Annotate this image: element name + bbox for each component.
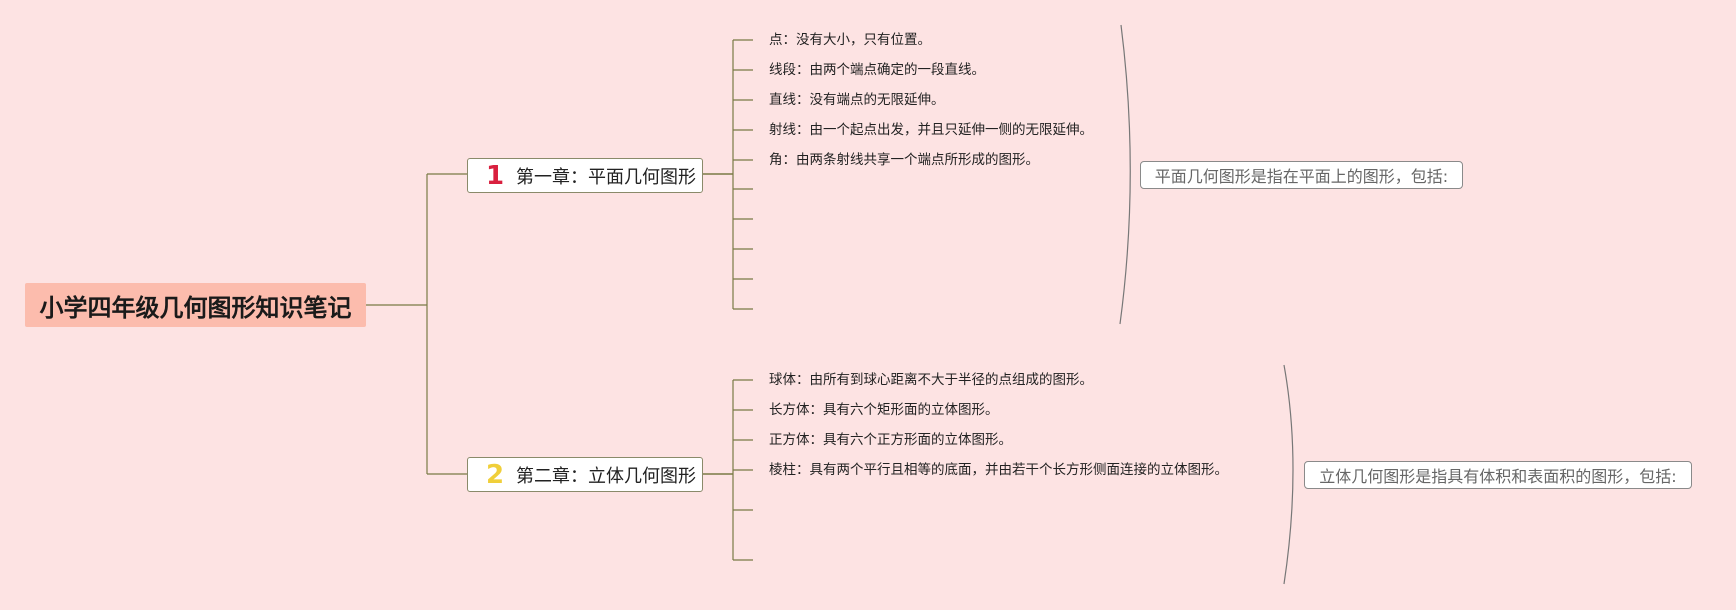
chapter-2-item-cube[interactable]: 正方体：具有六个正方形面的立体图形。 xyxy=(769,432,1012,448)
chapter-1-item-point[interactable]: 点：没有大小，只有位置。 xyxy=(769,32,931,48)
chapter-1-item-line[interactable]: 直线：没有端点的无限延伸。 xyxy=(769,92,945,108)
chapter-2-summary-text: 立体几何图形是指具有体积和表面积的图形，包括: xyxy=(1319,467,1677,486)
chapter-2-summary[interactable]: 立体几何图形是指具有体积和表面积的图形，包括: xyxy=(1304,461,1692,489)
chapter-1-item-segment[interactable]: 线段：由两个端点确定的一段直线。 xyxy=(769,62,985,78)
chapter-1-item-angle[interactable]: 角：由两条射线共享一个端点所形成的图形。 xyxy=(769,152,1039,168)
chapter-2-item-prism[interactable]: 棱柱：具有两个平行且相等的底面，并由若干个长方形侧面连接的立体图形。 xyxy=(769,462,1228,478)
root-topic[interactable]: 小学四年级几何图形知识笔记 xyxy=(25,283,366,327)
chapter-1-number-badge: 1 xyxy=(486,160,505,191)
chapter-1-summary-text: 平面几何图形是指在平面上的图形，包括: xyxy=(1154,167,1449,186)
chapter-1-item-ray[interactable]: 射线：由一个起点出发，并且只延伸一侧的无限延伸。 xyxy=(769,122,1093,138)
chapter-1-summary[interactable]: 平面几何图形是指在平面上的图形，包括: xyxy=(1140,161,1463,189)
chapter-2-item-sphere[interactable]: 球体：由所有到球心距离不大于半径的点组成的图形。 xyxy=(769,372,1093,388)
chapter-2-number-badge: 2 xyxy=(486,459,505,490)
chapter-2-item-cuboid[interactable]: 长方体：具有六个矩形面的立体图形。 xyxy=(769,402,999,418)
chapter-2-topic[interactable]: 2 第二章：立体几何图形 xyxy=(467,457,703,492)
chapter-2-title: 第二章：立体几何图形 xyxy=(516,465,696,487)
chapter-1-title: 第一章：平面几何图形 xyxy=(516,166,696,188)
chapter-1-topic[interactable]: 1 第一章：平面几何图形 xyxy=(467,158,703,193)
root-title: 小学四年级几何图形知识笔记 xyxy=(39,293,352,322)
